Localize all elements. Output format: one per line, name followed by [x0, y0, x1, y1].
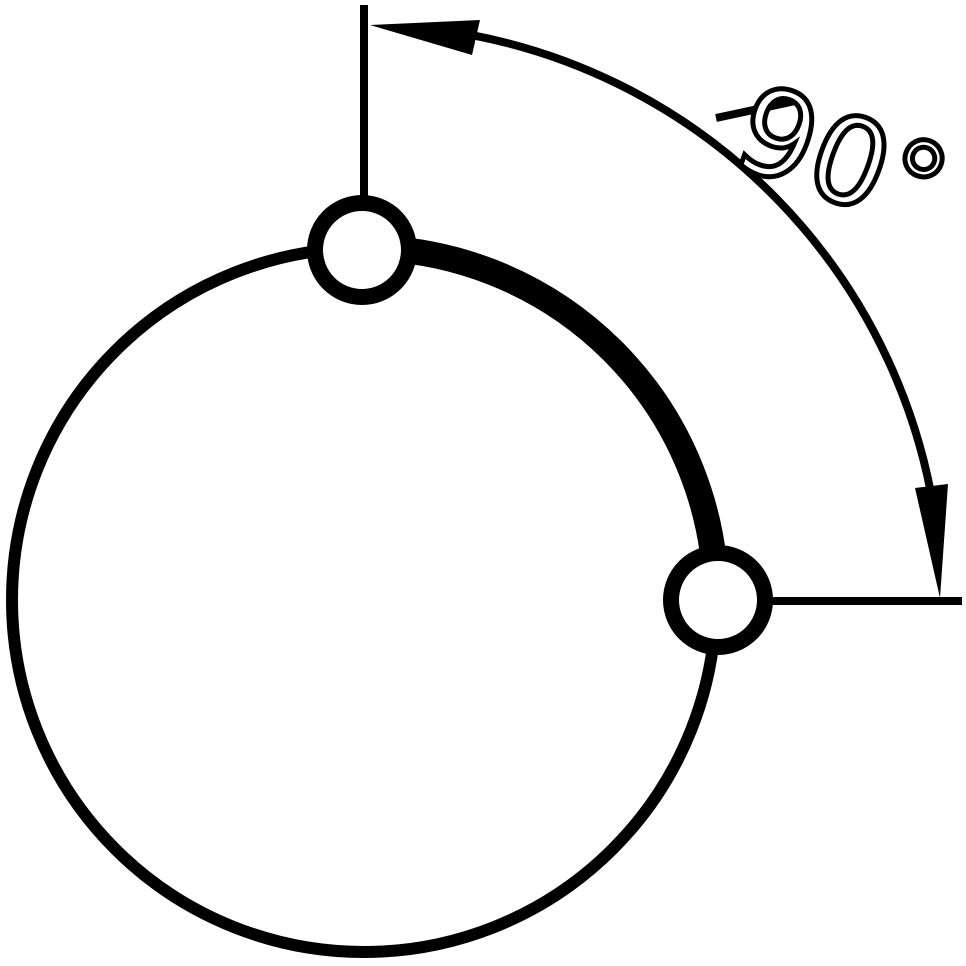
arrowhead-start	[370, 20, 480, 55]
angle-label: 90°	[718, 59, 965, 262]
dimension-arc	[439, 26, 942, 541]
label-underline	[715, 96, 801, 122]
right-node	[663, 545, 773, 655]
highlighted-arc	[361, 234, 729, 601]
top-node	[307, 195, 417, 305]
arrowhead-end	[915, 484, 948, 598]
